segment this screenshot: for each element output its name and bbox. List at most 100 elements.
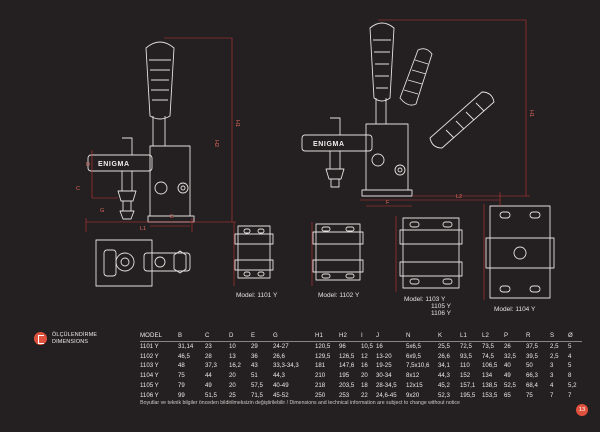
- table-cell: 44: [205, 372, 212, 380]
- model-label-1106: 1106 Y: [431, 310, 452, 317]
- table-cell: 28: [205, 352, 212, 360]
- table-cell: 10,5: [361, 342, 373, 350]
- table-cell: 12: [361, 352, 368, 360]
- base-plate-1104: [485, 205, 555, 299]
- brand-label-left: ENIGMA: [98, 161, 130, 168]
- dim-g: G: [100, 208, 104, 214]
- dim-l2: L2: [456, 194, 462, 200]
- table-cell: 106,5: [482, 362, 498, 370]
- column-header: S: [550, 332, 555, 339]
- table-cell: 5: [568, 342, 572, 350]
- table-cell: 250: [315, 391, 326, 399]
- column-header: J: [376, 332, 380, 339]
- section-title-en: DIMENSIONS: [52, 338, 89, 345]
- table-cell: 32,5: [504, 352, 516, 360]
- table-cell: 73,5: [482, 342, 494, 350]
- table-cell: 28-34,5: [376, 381, 397, 389]
- technical-drawings: H1 H2 C D G E L1 H1 L2 F ENIGMA ENIGMA: [76, 19, 555, 300]
- table-cell: 75: [178, 372, 185, 380]
- base-plate-1103: [399, 217, 463, 289]
- table-cell: 5: [568, 362, 572, 370]
- table-cell: 34,1: [438, 362, 450, 370]
- table-cell: 51,5: [205, 391, 217, 399]
- table-cell: 45-52: [273, 391, 289, 399]
- clamp-1104-side-view: [301, 22, 495, 197]
- table-cell: 120,5: [315, 342, 331, 350]
- table-cell: 5x6,5: [406, 342, 421, 350]
- model-label-1104: Model: 1104 Y: [494, 306, 536, 313]
- table-cell: 96: [339, 342, 346, 350]
- table-cell: 40: [504, 362, 511, 370]
- table-cell: 45,2: [438, 381, 450, 389]
- table-cell: 1104 Y: [140, 372, 159, 380]
- table-cell: 57,5: [251, 381, 263, 389]
- table-cell: 71,5: [251, 391, 263, 399]
- column-header: P: [504, 332, 509, 339]
- table-cell: 7: [550, 391, 554, 399]
- brand-label-right: ENIGMA: [313, 141, 345, 148]
- table-cell: 195: [339, 372, 350, 380]
- dim-h1-left: H1: [234, 120, 240, 127]
- table-cell: 40-49: [273, 381, 289, 389]
- table-cell: 22: [361, 391, 368, 399]
- column-header: G: [273, 332, 278, 339]
- column-header: L2: [482, 332, 489, 339]
- dim-d: D: [86, 162, 90, 168]
- section-heading: ÖLÇÜLENDİRME DIMENSIONS: [34, 332, 154, 348]
- column-header: E: [251, 332, 256, 339]
- column-header: H1: [315, 332, 323, 339]
- table-cell: 20: [229, 381, 236, 389]
- table-cell: 1105 Y: [140, 381, 159, 389]
- table-cell: 152: [460, 372, 471, 380]
- clamp-1101-side-view: [87, 41, 195, 223]
- dimension-text: H1 H2 C D G E L1 H1 L2 F: [76, 110, 534, 232]
- table-cell: 52,3: [438, 391, 450, 399]
- table-cell: 75: [526, 391, 533, 399]
- table-cell: 26,6: [438, 352, 450, 360]
- column-header: D: [229, 332, 234, 339]
- table-cell: 6x9,5: [406, 352, 421, 360]
- table-cell: 1102 Y: [140, 352, 159, 360]
- dim-h2-left: H2: [213, 140, 219, 147]
- table-cell: 66,3: [526, 372, 538, 380]
- table-cell: 48: [178, 362, 185, 370]
- table-cell: 13-20: [376, 352, 392, 360]
- dim-e: E: [170, 214, 174, 220]
- table-cell: 25: [229, 391, 236, 399]
- table-cell: 12x15: [406, 381, 423, 389]
- table-cell: 13: [229, 352, 236, 360]
- table-cell: 4: [550, 381, 554, 389]
- dim-c: C: [76, 186, 80, 192]
- table-cell: 16: [361, 362, 368, 370]
- footer-note: Boyutlar ve teknik bilgiler önceden bild…: [140, 400, 460, 406]
- table-cell: 79: [178, 381, 185, 389]
- table-cell: 30-34: [376, 372, 392, 380]
- table-cell: 20: [361, 372, 368, 380]
- column-header: L1: [460, 332, 467, 339]
- column-header: R: [526, 332, 531, 339]
- column-header: MODEL: [140, 332, 163, 339]
- table-cell: 8: [568, 372, 572, 380]
- table-cell: 8x12: [406, 372, 420, 380]
- table-cell: 1106 Y: [140, 391, 159, 399]
- table-cell: 99: [178, 391, 185, 399]
- table-cell: 44,3: [438, 372, 450, 380]
- table-cell: 29: [251, 342, 258, 350]
- brand-logo-icon: [34, 332, 47, 345]
- table-cell: 195,5: [460, 391, 476, 399]
- model-label-1103: Model: 1103 Y: [404, 296, 446, 303]
- table-cell: 9x20: [406, 391, 420, 399]
- column-header: K: [438, 332, 443, 339]
- table-cell: 93,5: [460, 352, 472, 360]
- table-cell: 65: [504, 391, 511, 399]
- table-cell: 44,3: [273, 372, 285, 380]
- dim-l1-left: L1: [140, 226, 146, 232]
- model-label-1101: Model: 1101 Y: [236, 292, 278, 299]
- table-cell: 181: [315, 362, 326, 370]
- table-cell: 31,14: [178, 342, 194, 350]
- table-cell: 26: [504, 342, 511, 350]
- dim-h1-right: H1: [528, 110, 534, 117]
- table-cell: 210: [315, 372, 326, 380]
